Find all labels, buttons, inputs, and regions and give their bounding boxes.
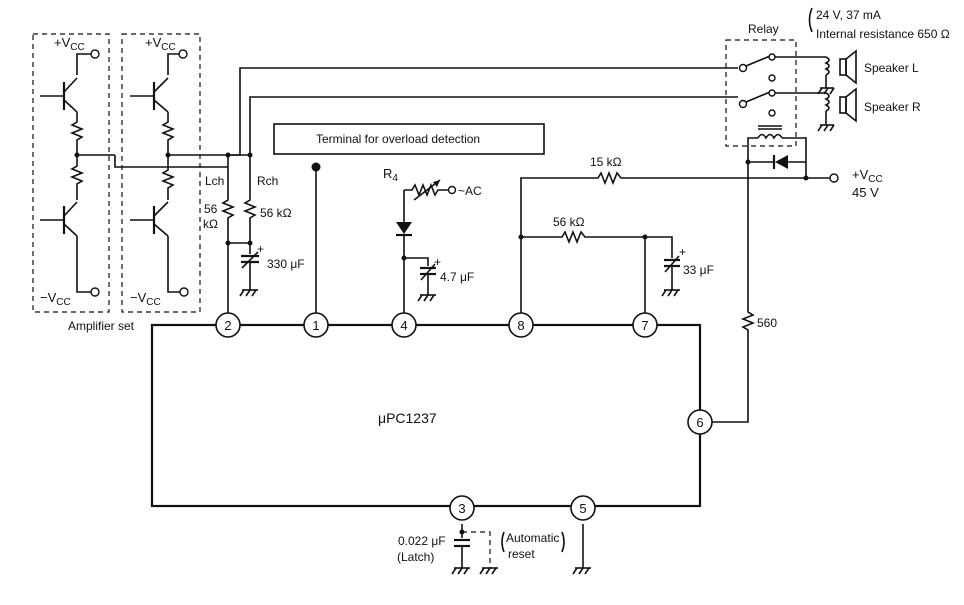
r4-network	[396, 179, 457, 313]
pin-5: 5	[570, 495, 596, 521]
amp-right-circuit	[130, 49, 189, 297]
pin8-wire	[520, 177, 590, 313]
r4-label: R4	[383, 166, 398, 184]
vee-terminal-right	[179, 287, 189, 297]
svg-text:4: 4	[400, 318, 407, 333]
resistor-r4	[404, 182, 448, 198]
c022-label: 0.022 μF	[398, 534, 446, 548]
lch-label: Lch	[205, 174, 224, 188]
r-rch-label: 56 kΩ	[260, 206, 292, 220]
amplifier-box-left	[32, 33, 110, 313]
pin-8: 8	[508, 312, 534, 338]
pin-2: 2	[215, 312, 241, 338]
amplifier-box-right	[121, 33, 201, 313]
svg-text:2: 2	[224, 318, 231, 333]
latch-label: (Latch)	[397, 550, 434, 564]
ac-label: ~AC	[458, 184, 482, 198]
relay-box	[725, 39, 797, 147]
speaker-r	[817, 87, 857, 132]
c47-label: 4.7 μF	[440, 270, 474, 284]
emitter-resistor	[69, 155, 85, 200]
relay-spec-2: Internal resistance 650 Ω	[816, 27, 950, 41]
relay-coil	[757, 133, 783, 140]
vcc-terminal-right	[178, 49, 188, 59]
capacitor-330uf	[239, 243, 259, 297]
c33-label: 33 μF	[683, 263, 714, 277]
vcc-label-right: +VCC	[145, 35, 176, 53]
capacitor-33uf	[645, 236, 680, 297]
relay-spec-1: 24 V, 37 mA	[816, 8, 881, 22]
c330-label: 330 μF	[267, 257, 305, 271]
r15k-label: 15 kΩ	[590, 155, 622, 169]
resistor-560	[712, 150, 756, 423]
lch-wire	[114, 155, 228, 168]
speaker-r-label: Speaker R	[864, 100, 921, 114]
vcc-terminal-left	[90, 49, 100, 59]
plus-sign-47: +	[434, 255, 441, 269]
resistor-15k	[590, 170, 830, 186]
vee-terminal-left	[90, 287, 100, 297]
lch-to-relay-wire	[228, 67, 738, 156]
supply-vcc-label: +VCC	[852, 167, 883, 185]
diode-icon	[396, 222, 412, 234]
speaker-l	[817, 49, 857, 95]
amplifier-set: +VCC −VCC +VCC −VCC Amplifier set	[32, 33, 201, 333]
auto-reset-label-a: Automatic	[506, 531, 559, 545]
supply-voltage-label: 45 V	[852, 185, 879, 200]
svg-text:3: 3	[458, 501, 465, 516]
emitter-resistor	[160, 112, 176, 155]
plus-sign-33: +	[679, 245, 686, 259]
relay-label: Relay	[748, 22, 779, 36]
vcc-label-left: +VCC	[54, 35, 85, 53]
ac-terminal	[447, 185, 457, 195]
overload-terminal-box	[273, 123, 545, 155]
pin-4: 4	[391, 312, 417, 338]
emitter-resistor	[160, 155, 176, 200]
capacitor-0022uf	[451, 538, 470, 575]
resistor-56k-lch	[220, 155, 236, 243]
r-lch-label-a: 56	[204, 202, 218, 216]
pin-3: 3	[449, 495, 475, 521]
r56k-label: 56 kΩ	[553, 215, 585, 229]
diode-icon	[775, 155, 788, 169]
amp-left-circuit	[40, 49, 115, 297]
amplifier-set-label: Amplifier set	[68, 319, 135, 333]
rch-to-relay-wire	[249, 96, 738, 155]
resistor-56k-rch	[242, 155, 258, 243]
emitter-resistor	[69, 112, 85, 155]
auto-reset-label-b: reset	[508, 547, 535, 561]
svg-text:6: 6	[696, 415, 703, 430]
pin-6: 6	[687, 409, 713, 435]
vee-label-left: −VCC	[40, 290, 71, 308]
svg-text:1: 1	[312, 318, 319, 333]
resistor-56k-pin7	[521, 229, 645, 245]
relay	[725, 39, 826, 162]
ic-name: μPC1237	[378, 410, 437, 426]
speaker-l-label: Speaker L	[864, 61, 919, 75]
svg-text:8: 8	[517, 318, 524, 333]
svg-text:5: 5	[579, 501, 586, 516]
pin-1: 1	[303, 312, 329, 338]
rch-label: Rch	[257, 174, 278, 188]
r560-label: 560	[757, 316, 777, 330]
svg-text:7: 7	[641, 318, 648, 333]
flyback-diode	[745, 155, 809, 181]
vee-label-right: −VCC	[130, 290, 161, 308]
auto-reset-link	[462, 531, 491, 568]
r-lch-label-b: kΩ	[203, 217, 218, 231]
vcc-supply-terminal	[829, 173, 839, 183]
plus-sign-330: +	[257, 242, 264, 256]
pin-7: 7	[632, 312, 658, 338]
overload-terminal-label: Terminal for overload detection	[316, 132, 480, 146]
